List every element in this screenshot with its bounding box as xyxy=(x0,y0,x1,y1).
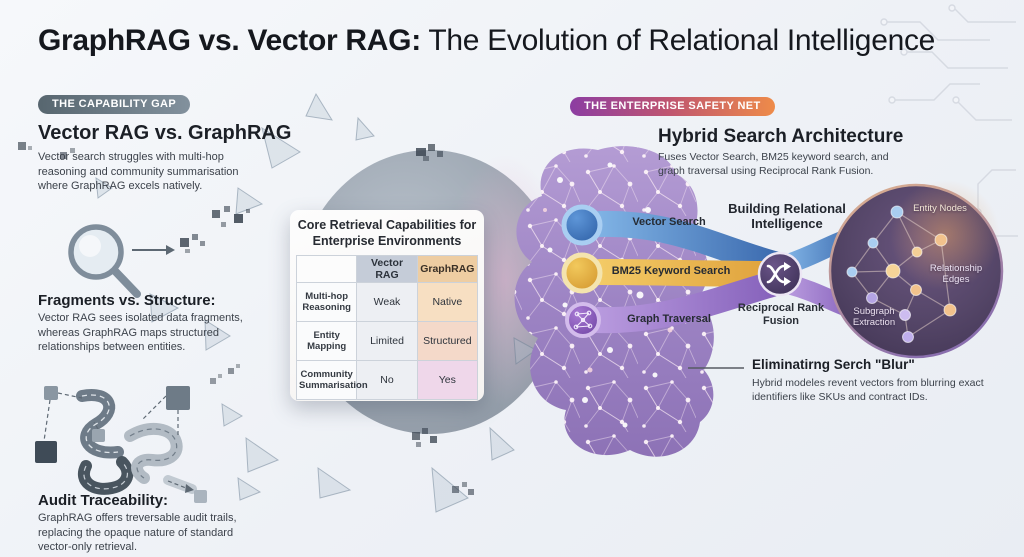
column-header-vector-rag: Vector RAG xyxy=(356,255,418,284)
audit-heading: Audit Traceability: xyxy=(38,492,169,509)
vector-rag-cell: Limited xyxy=(356,321,418,362)
fusion-circle xyxy=(757,251,803,297)
page-title-rest: The Evolution of Relational Intelligence xyxy=(420,24,936,57)
row-label: Multi-hop Reasoning xyxy=(295,282,358,323)
capability-gap-badge: THE CAPABILITY GAP xyxy=(38,95,191,114)
graphrag-cell: Native xyxy=(416,282,479,323)
fragments-heading: Fragments vs. Structure: xyxy=(38,292,216,309)
capability-table: Vector RAG GraphRAG Multi-hop Reasoning … xyxy=(295,255,479,401)
reciprocal-rank-fusion-label: Reciprocal Rank Fusion xyxy=(737,302,825,328)
row-label: Entity Mapping xyxy=(295,321,358,362)
glass-shards xyxy=(95,92,537,513)
bm25-keyword-search-label: BM25 Keyword Search xyxy=(611,265,731,277)
ribbon-graph xyxy=(585,271,785,334)
graph-traversal-label: Graph Traversal xyxy=(627,313,711,325)
hybrid-architecture-heading: Hybrid Search Architecture xyxy=(658,126,904,147)
magnifier-icon xyxy=(68,224,175,298)
enterprise-safety-net-badge: THE ENTERPRISE SAFETY NET xyxy=(570,97,775,116)
column-header-graphrag: GraphRAG xyxy=(416,255,479,284)
vector-search-node xyxy=(561,204,603,246)
intro-heading: Vector RAG vs. GraphRAG xyxy=(38,122,292,144)
relationship-edges-label: Relationship Edges xyxy=(929,263,983,286)
table-row: Community Summarisation No Yes xyxy=(295,360,479,401)
building-relational-intelligence-label: Building Relational Intelligence xyxy=(728,201,846,232)
blur-body: Hybrid modeles revent vectors from blurr… xyxy=(752,377,984,403)
blur-heading: Eliminatirng Serch "Blur" xyxy=(752,357,915,372)
arrow-icon xyxy=(132,245,175,255)
graphrag-cell: Structured xyxy=(416,321,479,362)
vector-rag-cell: Weak xyxy=(356,282,418,323)
ribbon-vector xyxy=(587,210,787,277)
hybrid-architecture-body: Fuses Vector Search, BM25 keyword search… xyxy=(658,151,889,177)
table-row: Multi-hop Reasoning Weak Native xyxy=(295,282,479,323)
audit-body: GraphRAG offers treversable audit trails… xyxy=(38,512,237,554)
page-title: GraphRAG vs. Vector RAG: The Evolution o… xyxy=(38,24,935,58)
table-corner-cell xyxy=(295,255,358,284)
table-header-row: Vector RAG GraphRAG xyxy=(295,255,479,284)
graph-traversal-node xyxy=(565,302,601,338)
page-title-emphasis: GraphRAG vs. Vector RAG: xyxy=(38,24,421,57)
fragments-body: Vector RAG sees isolated data fragments,… xyxy=(38,312,243,354)
shuffle-icon xyxy=(766,264,786,284)
table-title: Core Retrieval Capabilities for Enterpri… xyxy=(297,218,477,248)
pixel-fragments xyxy=(18,142,474,495)
vector-rag-cell: No xyxy=(356,360,418,401)
vector-search-label: Vector Search xyxy=(632,216,706,228)
audit-trail-illustration xyxy=(35,386,207,503)
row-label: Community Summarisation xyxy=(295,360,368,401)
capability-table-card: Core Retrieval Capabilities for Enterpri… xyxy=(290,210,484,401)
entity-nodes-label: Entity Nodes xyxy=(913,203,967,214)
subgraph-extraction-label: Subgraph Extraction xyxy=(852,306,896,329)
knowledge-graph-circle xyxy=(828,180,1004,359)
ribbon-bm25 xyxy=(587,259,785,287)
intro-body: Vector search struggles with multi-hop r… xyxy=(38,151,239,193)
table-row: Entity Mapping Limited Structured xyxy=(295,321,479,362)
bm25-node xyxy=(561,252,603,294)
network-icon xyxy=(573,310,593,330)
graphrag-cell: Yes xyxy=(416,360,479,401)
